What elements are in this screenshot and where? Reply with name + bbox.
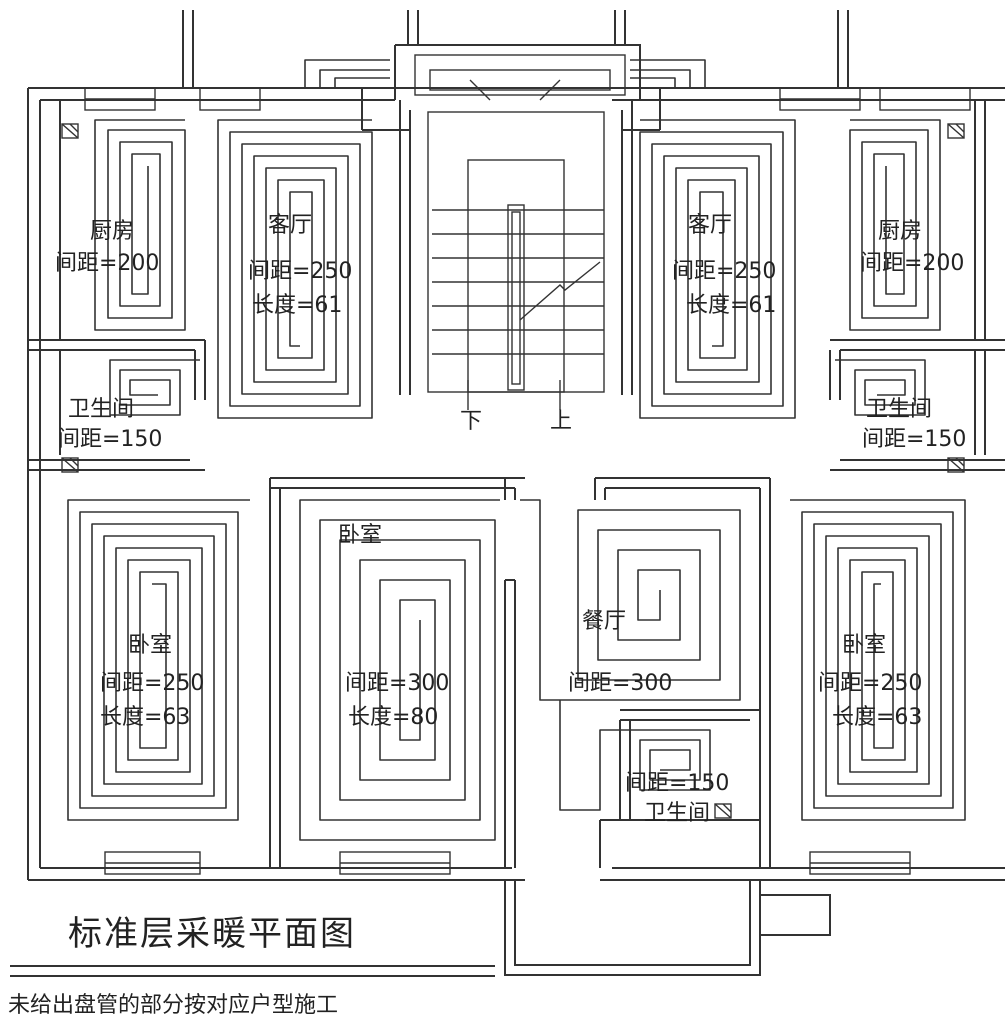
stair-treads bbox=[432, 209, 604, 355]
bedroom-mid-name: 卧室 bbox=[338, 523, 382, 548]
bedroom-mid-spacing: 间距=300 bbox=[345, 671, 449, 696]
label-up: 上 bbox=[550, 409, 572, 434]
bedroom-right-length: 长度=63 bbox=[832, 705, 922, 730]
living-left-length: 长度=61 bbox=[252, 293, 342, 318]
coil-kitchen-right bbox=[849, 119, 941, 331]
bath-center-name: 卫生间 bbox=[644, 801, 710, 826]
living-left-name: 客厅 bbox=[268, 213, 312, 238]
heating-coils bbox=[67, 59, 966, 841]
drawing-note: 未给出盘管的部分按对应户型施工 bbox=[8, 993, 338, 1018]
bedroom-left-spacing: 间距=250 bbox=[100, 671, 204, 696]
coil-bedroom-right bbox=[790, 499, 966, 821]
coil-dining bbox=[520, 499, 741, 701]
dining-spacing: 间距=300 bbox=[568, 671, 672, 696]
coil-bedroom-left bbox=[67, 499, 250, 821]
bath-left-spacing: 间距=150 bbox=[58, 427, 162, 452]
bedroom-mid-length: 长度=80 bbox=[348, 705, 438, 730]
kitchen-left-name: 厨房 bbox=[90, 219, 134, 244]
living-right-length: 长度=61 bbox=[686, 293, 776, 318]
walls bbox=[27, 10, 1005, 976]
supply-main-left bbox=[304, 59, 390, 88]
bedroom-right-spacing: 间距=250 bbox=[818, 671, 922, 696]
shaft-markers bbox=[61, 123, 965, 819]
bedroom-right-name: 卧室 bbox=[842, 633, 886, 658]
coil-living-right bbox=[639, 119, 796, 419]
coil-bath-center bbox=[559, 700, 711, 811]
bath-right-spacing: 间距=150 bbox=[862, 427, 966, 452]
kitchen-right-spacing: 间距=200 bbox=[860, 251, 964, 276]
bath-center-spacing: 间距=150 bbox=[625, 771, 729, 796]
coil-kitchen-left bbox=[94, 119, 186, 331]
label-down: 下 bbox=[460, 409, 482, 434]
living-right-spacing: 间距=250 bbox=[672, 259, 776, 284]
bedroom-left-length: 长度=63 bbox=[100, 705, 190, 730]
dining-name: 餐厅 bbox=[582, 609, 626, 634]
living-right-name: 客厅 bbox=[688, 213, 732, 238]
bath-left-name: 卫生间 bbox=[68, 397, 134, 422]
supply-main-right bbox=[630, 59, 706, 88]
coil-bedroom-mid bbox=[299, 499, 500, 841]
coil-bath-left bbox=[109, 359, 200, 416]
living-left-spacing: 间距=250 bbox=[248, 259, 352, 284]
kitchen-right-name: 厨房 bbox=[878, 219, 922, 244]
coil-living-left bbox=[217, 119, 373, 419]
coil-bath-right bbox=[835, 359, 926, 416]
bedroom-left-name: 卧室 bbox=[128, 633, 172, 658]
kitchen-left-spacing: 间距=200 bbox=[55, 251, 159, 276]
bath-right-name: 卫生间 bbox=[866, 397, 932, 422]
drawing-title: 标准层采暖平面图 bbox=[68, 914, 356, 954]
